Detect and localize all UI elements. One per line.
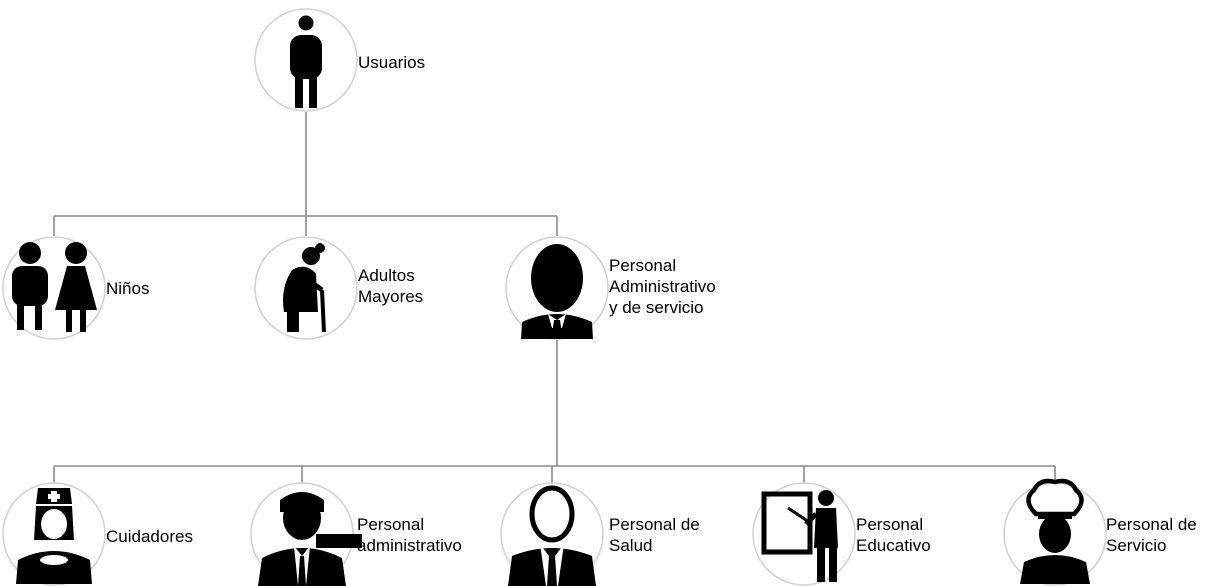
label-line: Personal [856, 515, 924, 534]
children-icon [12, 242, 97, 332]
label-adultos-mayores: Adultos Mayores [358, 265, 423, 307]
label-line: Mayores [358, 287, 424, 306]
node-ninos [2, 236, 106, 340]
chef-icon [1020, 478, 1090, 584]
node-personal-servicio [1003, 478, 1107, 586]
label-personal-servicio: Personal de Servicio [1106, 514, 1197, 556]
label-personal-salud: Personal de Salud [609, 514, 700, 556]
label-line: Niños [106, 279, 150, 298]
label-personal-administrativo: Personal administrativo [357, 514, 462, 556]
label-line: Cuidadores [106, 527, 193, 546]
elderly-person-icon [283, 243, 326, 333]
label-line: Personal [609, 256, 677, 275]
label-line: Educativo [856, 536, 931, 555]
label-personal-admin-servicio: Personal Administrativo y de servicio [609, 255, 716, 318]
label-line: Administrativo [609, 277, 716, 296]
label-usuarios: Usuarios [358, 52, 425, 73]
node-usuarios [254, 8, 358, 112]
label-personal-educativo: Personal Educativo [856, 514, 931, 556]
office-worker-icon [258, 492, 362, 586]
label-ninos: Niños [106, 278, 149, 299]
label-line: y de servicio [609, 298, 704, 317]
label-line: administrativo [357, 536, 462, 555]
node-adultos-mayores [254, 236, 358, 340]
label-line: Adultos [358, 266, 415, 285]
person-icon [290, 15, 322, 108]
businessman-icon [521, 244, 593, 339]
label-line: Usuarios [358, 53, 426, 72]
node-circle [752, 482, 856, 586]
label-line: Personal de [609, 515, 700, 534]
label-cuidadores: Cuidadores [106, 526, 193, 547]
node-cuidadores [2, 482, 106, 586]
nurse-icon [16, 488, 92, 584]
node-personal-administrativo [250, 482, 362, 586]
label-line: Personal de [1106, 515, 1197, 534]
connectors [53, 112, 1056, 484]
node-personal-salud [500, 482, 604, 586]
label-line: Salud [609, 536, 653, 555]
node-personal-admin-servicio [505, 236, 609, 340]
label-line: Personal [357, 515, 425, 534]
teacher-icon [761, 490, 838, 582]
doctor-icon [508, 485, 596, 586]
label-line: Servicio [1106, 536, 1167, 555]
node-personal-educativo [752, 482, 856, 586]
